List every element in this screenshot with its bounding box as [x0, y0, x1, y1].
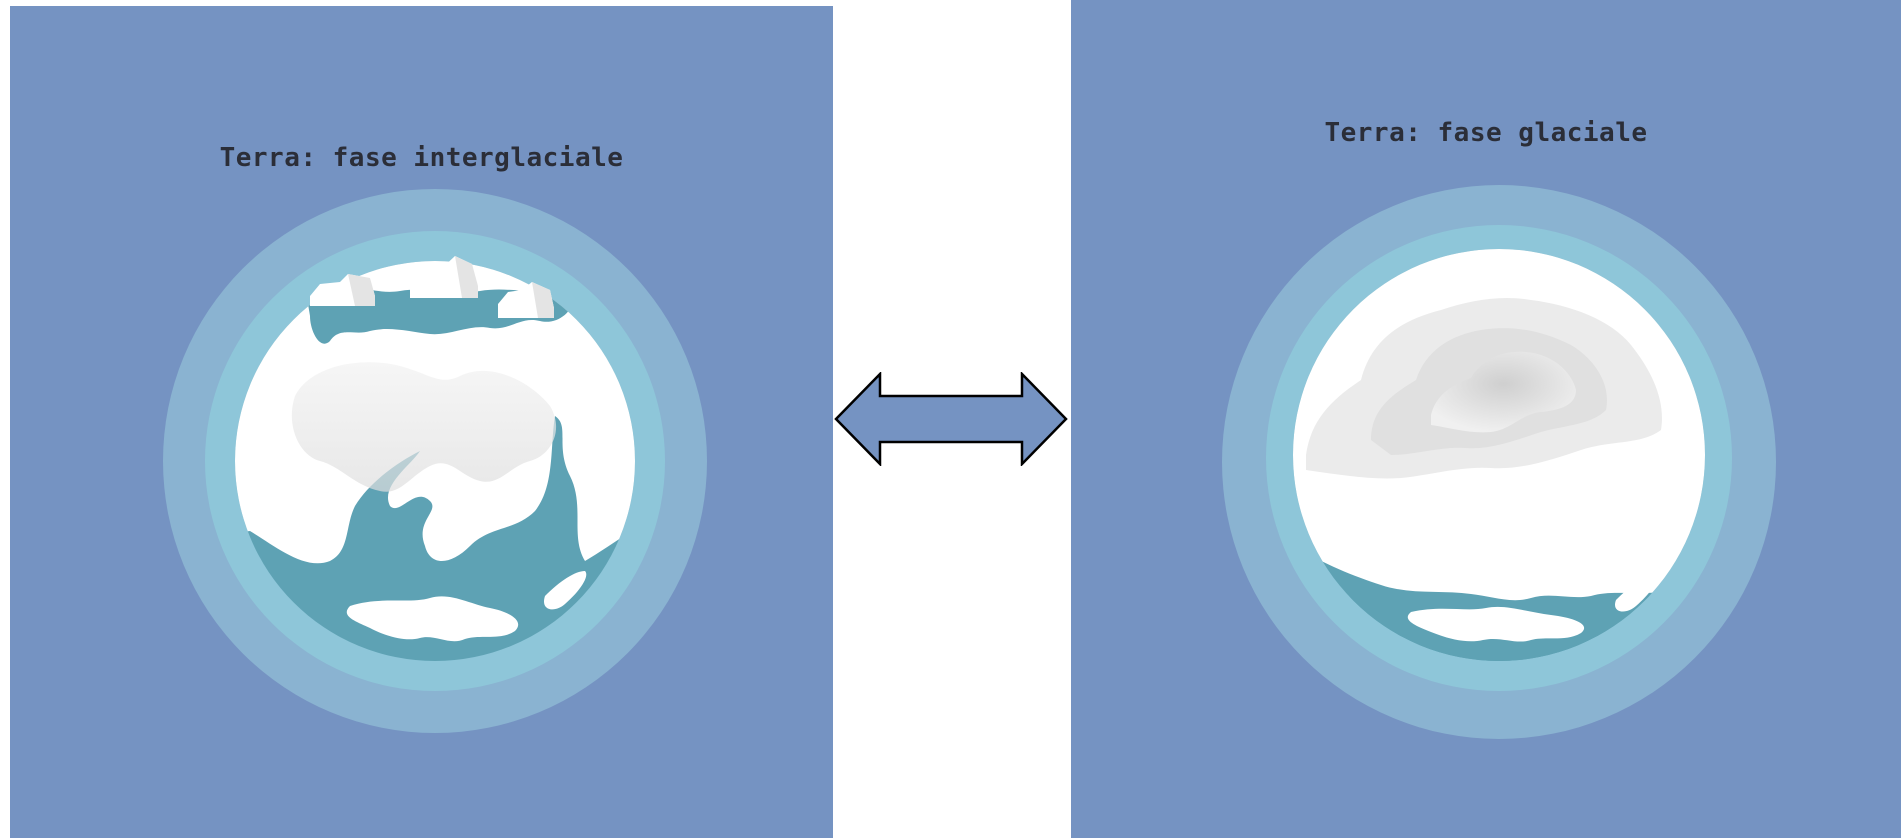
glacial-title: Terra: fase glaciale	[1071, 118, 1901, 148]
glacial-panel: Terra: fase glaciale	[1071, 0, 1901, 838]
double-headed-arrow-icon	[834, 372, 1068, 466]
arrow-shape	[836, 374, 1066, 464]
earth-interglacial-illustration	[10, 6, 833, 838]
interglacial-panel: Terra: fase interglaciale	[10, 6, 833, 838]
interglacial-title: Terra: fase interglaciale	[10, 143, 833, 173]
